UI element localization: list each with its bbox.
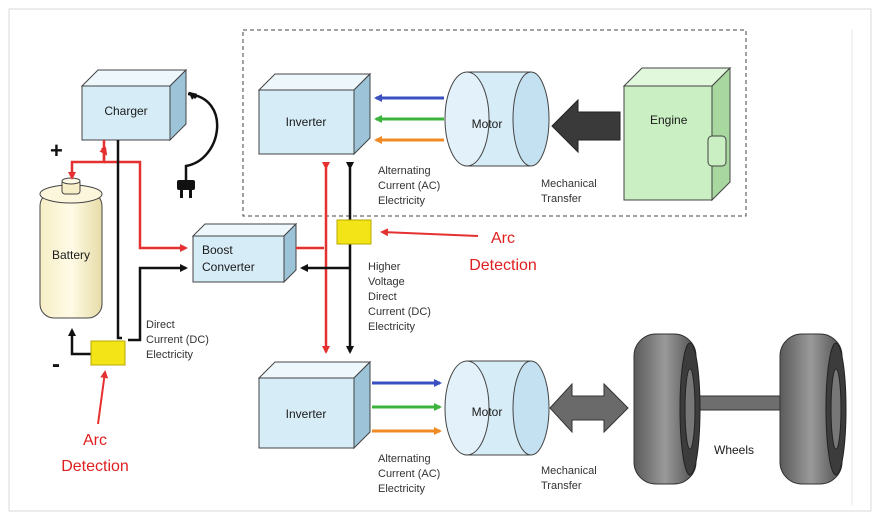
motor-bottom-cylinder: Motor — [444, 360, 550, 456]
wheels-label: Wheels — [714, 443, 754, 457]
svg-text:Arc: Arc — [83, 432, 107, 449]
svg-text:Alternating: Alternating — [378, 453, 431, 465]
boost-converter-box: Boost Converter — [191, 222, 298, 284]
svg-text:Transfer: Transfer — [541, 193, 582, 205]
svg-text:Alternating: Alternating — [378, 165, 431, 177]
charger-box: Charger — [80, 68, 188, 142]
svg-text:Direct: Direct — [368, 291, 397, 303]
minus-sign: - — [52, 351, 60, 378]
svg-text:Higher: Higher — [368, 261, 401, 273]
inverter-bottom-box: Inverter — [257, 360, 372, 450]
motor-top-cylinder: Motor — [444, 71, 550, 167]
svg-text:Voltage: Voltage — [368, 276, 405, 288]
ac-arrows-top — [374, 94, 444, 144]
dc-high-label: Higher Voltage Direct Current (DC) Elect… — [368, 261, 431, 333]
engine-enclosure — [242, 29, 747, 217]
battery-cell: Battery — [39, 177, 103, 319]
dc-low-label: Direct Current (DC) Electricity — [146, 319, 209, 361]
arc-sensor-icon — [90, 340, 126, 366]
engine-block: Engine — [622, 66, 732, 202]
motor-bottom-label: Motor — [472, 405, 503, 419]
boost-label-2: Converter — [202, 260, 255, 274]
svg-text:Electricity: Electricity — [146, 349, 194, 361]
inverter-bottom-label: Inverter — [286, 407, 327, 421]
charger-cord — [184, 92, 219, 180]
motor-to-wheels-arrow — [549, 382, 629, 434]
arc-detection-label-right: Arc Detection — [469, 230, 537, 274]
ac-label-top: Alternating Current (AC) Electricity — [378, 165, 440, 207]
negative-wires — [68, 140, 354, 356]
outer-frame — [8, 8, 872, 512]
arc-sensor-icon — [336, 219, 372, 245]
svg-text:Transfer: Transfer — [541, 480, 582, 492]
arc-detection-label-left: Arc Detection — [61, 432, 129, 475]
svg-text:Current (DC): Current (DC) — [368, 306, 431, 318]
plus-sign: + — [50, 138, 63, 163]
positive-wires — [68, 140, 330, 354]
inverter-top-box: Inverter — [257, 72, 372, 156]
motor-top-label: Motor — [472, 117, 503, 131]
svg-text:Arc: Arc — [491, 230, 515, 247]
ac-label-bottom: Alternating Current (AC) Electricity — [378, 453, 440, 495]
svg-text:Electricity: Electricity — [378, 483, 426, 495]
mech-label-bottom: Mechanical Transfer — [541, 465, 597, 492]
svg-text:Mechanical: Mechanical — [541, 465, 597, 477]
svg-text:Mechanical: Mechanical — [541, 178, 597, 190]
svg-text:Detection: Detection — [469, 257, 537, 274]
svg-text:Electricity: Electricity — [378, 195, 426, 207]
inverter-top-label: Inverter — [286, 115, 327, 129]
charger-label: Charger — [104, 104, 147, 118]
svg-text:Detection: Detection — [61, 458, 129, 475]
engine-to-motor-arrow — [551, 98, 621, 154]
power-plug-icon — [177, 180, 195, 198]
svg-text:Current (AC): Current (AC) — [378, 180, 440, 192]
arc-pointer-right — [380, 228, 479, 237]
svg-text:Direct: Direct — [146, 319, 175, 331]
mech-label-top: Mechanical Transfer — [541, 178, 597, 205]
svg-text:Electricity: Electricity — [368, 321, 416, 333]
engine-label: Engine — [650, 113, 688, 127]
battery-label: Battery — [52, 248, 90, 262]
arc-pointer-left — [97, 370, 109, 425]
svg-text:Current (DC): Current (DC) — [146, 334, 209, 346]
boost-label-1: Boost — [202, 243, 233, 257]
ac-arrows-bottom — [372, 379, 442, 435]
wheels-assembly: Wheels — [633, 333, 847, 485]
svg-text:Current (AC): Current (AC) — [378, 468, 440, 480]
